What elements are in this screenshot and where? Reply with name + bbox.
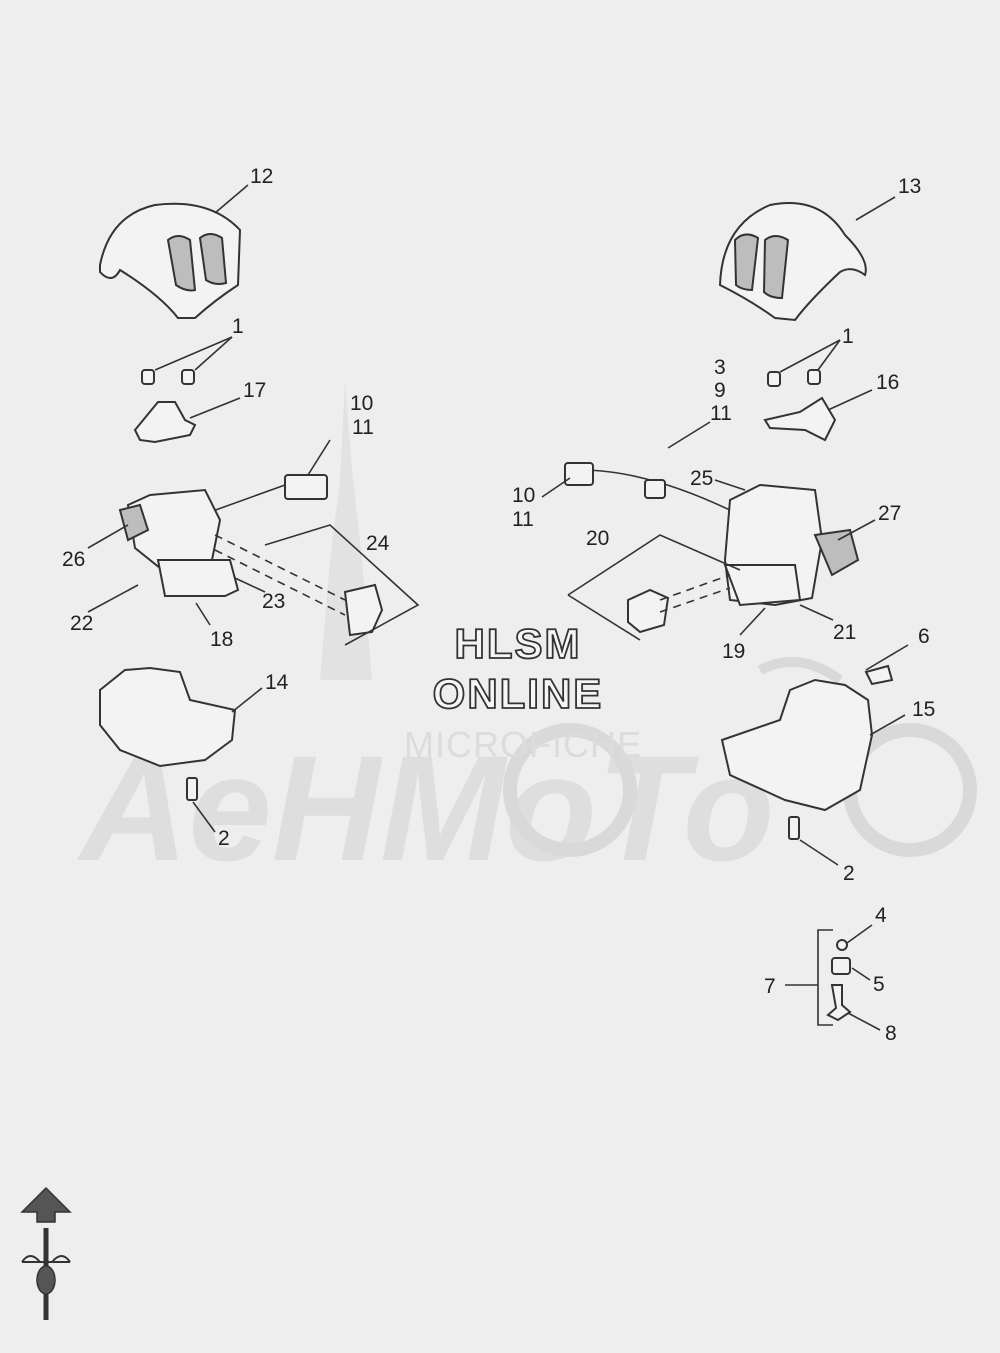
part-24-switch-cap bbox=[343, 583, 384, 637]
callout-15: 15 bbox=[912, 698, 935, 721]
callout-22: 22 bbox=[70, 612, 93, 635]
callout-1-right: 1 bbox=[842, 325, 854, 348]
callout-18: 18 bbox=[210, 628, 233, 651]
callout-11-left: 11 bbox=[352, 416, 374, 439]
callout-17: 17 bbox=[243, 379, 266, 402]
part-1-screws-left bbox=[141, 369, 195, 385]
callout-21: 21 bbox=[833, 621, 856, 644]
part-14-left-lower-housing bbox=[99, 666, 237, 768]
callout-11-right-top: 11 bbox=[710, 402, 732, 425]
callout-labels: 12 13 1 1 17 16 10 11 3 9 11 10 11 25 27… bbox=[62, 165, 935, 1045]
part-13-right-switch-cover bbox=[718, 202, 867, 322]
callout-23: 23 bbox=[262, 590, 285, 613]
part-16-bracket bbox=[763, 396, 837, 442]
callout-1-left: 1 bbox=[232, 315, 244, 338]
callout-12: 12 bbox=[250, 165, 273, 188]
callout-27: 27 bbox=[878, 502, 901, 525]
callout-10-left: 10 bbox=[350, 392, 373, 415]
part-17-bracket bbox=[133, 401, 197, 444]
callout-9: 9 bbox=[714, 379, 726, 402]
part-15-right-lower-housing bbox=[720, 678, 874, 812]
leader-lines bbox=[87, 184, 909, 1031]
callout-25: 25 bbox=[690, 467, 713, 490]
callout-16: 16 bbox=[876, 371, 899, 394]
callout-26: 26 bbox=[62, 548, 85, 571]
callout-4: 4 bbox=[875, 904, 887, 927]
callout-13: 13 bbox=[898, 175, 921, 198]
callout-2-right: 2 bbox=[843, 862, 855, 885]
callout-20: 20 bbox=[586, 527, 609, 550]
part-12-left-switch-cover bbox=[99, 202, 242, 319]
callout-8: 8 bbox=[885, 1022, 897, 1045]
callout-6: 6 bbox=[918, 625, 930, 648]
part-6-clip bbox=[864, 664, 894, 686]
forward-arrow-icon bbox=[20, 1186, 72, 1320]
assembly-guides bbox=[214, 524, 741, 646]
callout-10-right-bottom: 10 bbox=[512, 484, 535, 507]
callout-3: 3 bbox=[714, 356, 726, 379]
callout-5: 5 bbox=[873, 973, 885, 996]
callout-19: 19 bbox=[722, 640, 745, 663]
part-1-screws-right bbox=[767, 369, 821, 387]
part-2-screw-right bbox=[788, 816, 800, 840]
right-switch-assembly bbox=[564, 462, 860, 607]
callout-24: 24 bbox=[366, 532, 390, 555]
callout-11-right-bottom: 11 bbox=[512, 508, 534, 531]
callout-7: 7 bbox=[764, 975, 776, 998]
part-20-switch-cap bbox=[627, 588, 670, 634]
watermark-line-2: ONLINE bbox=[433, 670, 604, 717]
left-switch-assembly bbox=[118, 474, 328, 597]
part-7-kit bbox=[785, 929, 852, 1026]
watermark-text: HLSM ONLINE MICROFICHE bbox=[404, 619, 642, 765]
watermark-line-3: MICROFICHE bbox=[404, 724, 642, 765]
callout-2-left: 2 bbox=[218, 827, 230, 850]
part-2-screw-left bbox=[186, 777, 198, 801]
callout-14: 14 bbox=[265, 671, 289, 694]
watermark-line-1: HLSM bbox=[455, 620, 582, 667]
